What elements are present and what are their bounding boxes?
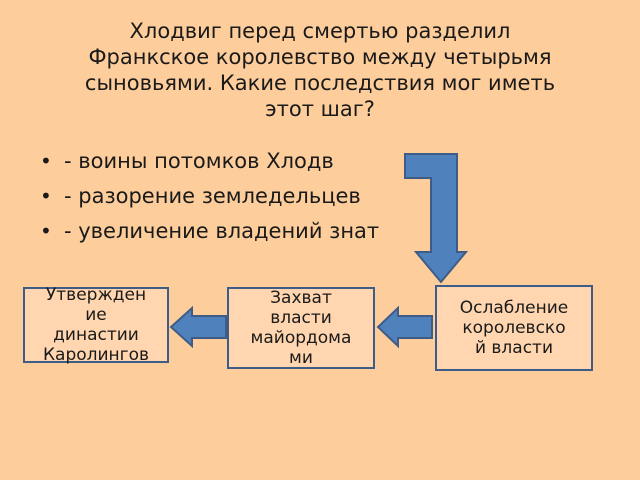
slide-title: Хлодвиг перед смертью разделил Франкское…: [84, 19, 556, 121]
list-item: • - разорение земледельцев: [36, 179, 379, 214]
left-arrow-to-box2: [376, 305, 433, 349]
consequences-list: • - воины потомков Хлодв • - разорение зем…: [36, 144, 379, 249]
carolingian-dynasty-box: Утвержден ие династии Каролингов: [23, 285, 169, 365]
royal-power-weakening-box: Ослабление королевско й власти: [435, 285, 593, 371]
bullet-icon: •: [40, 219, 52, 243]
box-text: Ослабление королевско й власти: [459, 298, 569, 358]
bullet-text: - воины потомков Хлодв: [64, 149, 334, 173]
mayors-seize-power-box: Захват власти майордома ми: [227, 287, 375, 369]
bullet-icon: •: [40, 149, 52, 173]
list-item: • - воины потомков Хлодв: [36, 144, 379, 179]
box-text: Утвержден ие династии Каролингов: [42, 285, 150, 365]
bent-down-arrow: [404, 153, 469, 284]
left-arrow-to-box1: [169, 305, 227, 349]
bullet-text: - разорение земледельцев: [64, 184, 361, 208]
bullet-text: - увеличение владений знат: [64, 219, 380, 243]
bullet-icon: •: [40, 184, 52, 208]
list-item: • - увеличение владений знат: [36, 214, 379, 249]
box-text: Захват власти майордома ми: [250, 288, 352, 368]
